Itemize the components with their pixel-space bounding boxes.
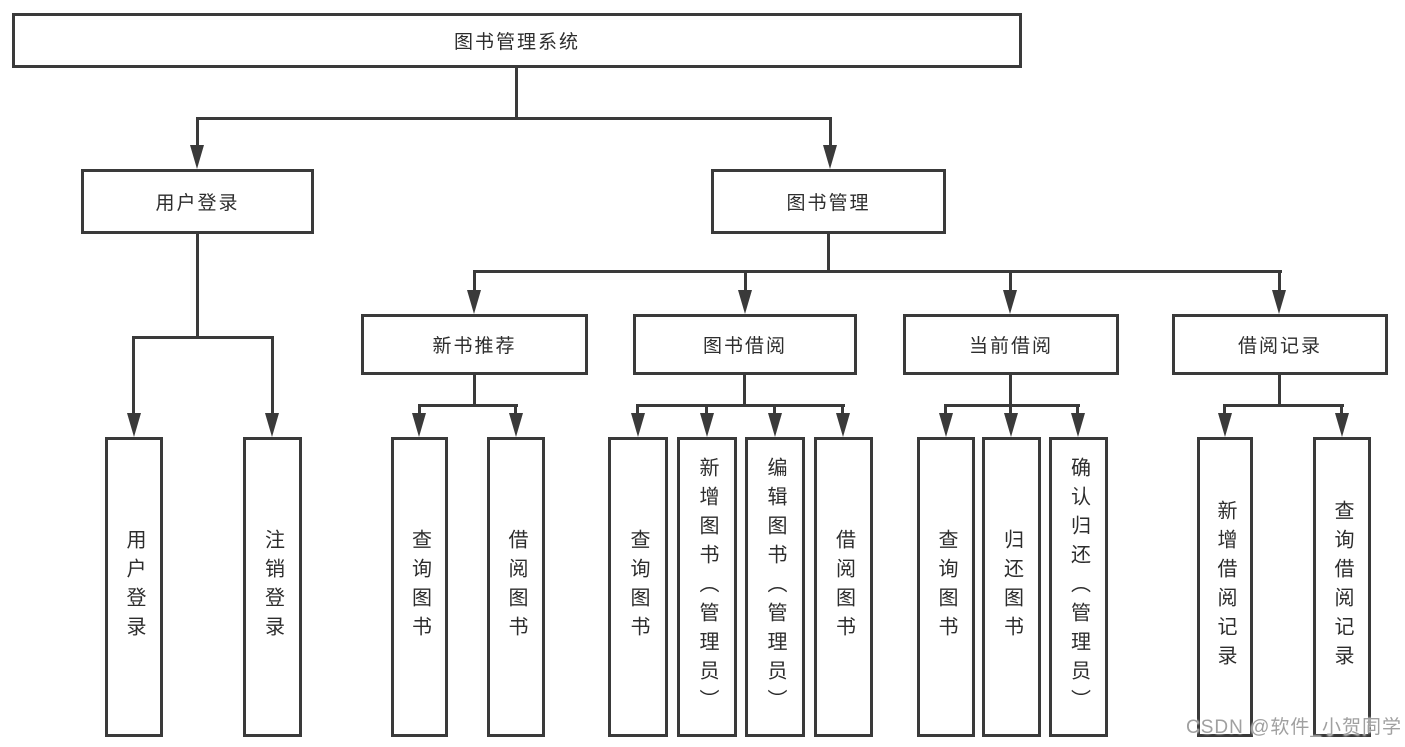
- connector-bar: [418, 404, 518, 407]
- node-leaf-add-borrow-record: 新增借阅记录: [1197, 437, 1253, 737]
- node-label: 用户登录: [155, 193, 240, 214]
- node-leaf-user-login: 用户登录: [105, 437, 163, 737]
- connector-drop-leaf: [1340, 404, 1343, 415]
- arrowhead-down-icon: [939, 413, 953, 437]
- connector-drop-leaf: [944, 404, 947, 415]
- connector-drop-leaf: [1223, 404, 1226, 415]
- node-label: 归还图书: [1000, 529, 1023, 645]
- arrowhead-down-icon: [1272, 290, 1286, 314]
- node-label: 编辑图书（管理员）: [764, 456, 786, 718]
- arrowhead-down-icon: [1004, 413, 1018, 437]
- node-user-login: 用户登录: [81, 169, 314, 234]
- node-label: 确认归还（管理员）: [1067, 456, 1090, 718]
- connector-drop-book-borrow: [744, 270, 747, 292]
- arrowhead-down-icon: [467, 290, 481, 314]
- connector-drop-leaf: [1009, 404, 1012, 415]
- connector-drop-book-management: [829, 117, 832, 147]
- node-label: 查询图书: [935, 529, 957, 645]
- arrowhead-down-icon: [1218, 413, 1232, 437]
- arrowhead-down-icon: [738, 290, 752, 314]
- arrowhead-down-icon: [700, 413, 714, 437]
- node-book-management: 图书管理: [711, 169, 946, 234]
- node-label: 新增图书（管理员）: [696, 456, 718, 718]
- node-leaf-query-books-recommend: 查询图书: [391, 437, 448, 737]
- arrowhead-down-icon: [509, 413, 523, 437]
- connector-root-stem: [515, 68, 518, 120]
- node-label: 查询借阅记录: [1331, 500, 1353, 674]
- connector-drop-user-login: [196, 117, 199, 147]
- node-label: 新书推荐: [432, 336, 517, 357]
- node-leaf-query-borrow-record: 查询借阅记录: [1313, 437, 1371, 737]
- connector-drop-leaf: [132, 336, 135, 416]
- node-leaf-query-books-borrow: 查询图书: [608, 437, 668, 737]
- arrowhead-down-icon: [127, 413, 141, 437]
- connector-book-mgmt-stem: [827, 234, 830, 272]
- connector-drop-leaf: [514, 404, 517, 415]
- connector-root-bar: [196, 117, 832, 120]
- arrowhead-down-icon: [631, 413, 645, 437]
- node-label: 借阅图书: [832, 529, 855, 645]
- connector-stem: [1278, 375, 1281, 406]
- connector-drop-leaf: [418, 404, 421, 415]
- connector-drop-leaf: [636, 404, 639, 415]
- connector-drop-leaf: [841, 404, 844, 415]
- node-leaf-logout: 注销登录: [243, 437, 302, 737]
- node-borrow-records: 借阅记录: [1172, 314, 1388, 375]
- arrowhead-down-icon: [1071, 413, 1085, 437]
- arrowhead-down-icon: [412, 413, 426, 437]
- node-leaf-borrow-books-recommend: 借阅图书: [487, 437, 545, 737]
- node-label: 查询图书: [627, 529, 649, 645]
- node-new-book-recommend: 新书推荐: [361, 314, 588, 375]
- connector-stem: [743, 375, 746, 406]
- node-label: 图书管理系统: [453, 32, 580, 53]
- connector-drop-leaf: [1076, 404, 1079, 415]
- node-root: 图书管理系统: [12, 13, 1022, 68]
- node-label: 注销登录: [261, 529, 284, 645]
- arrowhead-down-icon: [265, 413, 279, 437]
- node-leaf-borrow-books: 借阅图书: [814, 437, 873, 737]
- node-label: 借阅记录: [1237, 336, 1322, 357]
- arrowhead-down-icon: [823, 145, 837, 169]
- node-current-borrow: 当前借阅: [903, 314, 1119, 375]
- connector-drop-leaf: [271, 336, 274, 416]
- connector-stem: [473, 375, 476, 406]
- connector-user-login-stem: [196, 234, 199, 338]
- connector-drop-new-book: [473, 270, 476, 292]
- node-leaf-edit-book-admin: 编辑图书（管理员）: [745, 437, 805, 737]
- csdn-watermark: CSDN @软件_小贺同学: [1186, 717, 1402, 738]
- node-label: 图书管理: [786, 193, 871, 214]
- connector-drop-current-borrow: [1009, 270, 1012, 292]
- node-leaf-query-books-current: 查询图书: [917, 437, 975, 737]
- arrowhead-down-icon: [1335, 413, 1349, 437]
- connector-user-login-bar: [132, 336, 274, 339]
- node-label: 当前借阅: [968, 336, 1053, 357]
- node-label: 查询图书: [408, 529, 431, 645]
- node-label: 图书借阅: [702, 336, 787, 357]
- connector-book-mgmt-bar: [473, 270, 1282, 273]
- connector-bar: [1223, 404, 1344, 407]
- arrowhead-down-icon: [836, 413, 850, 437]
- node-leaf-confirm-return-admin: 确认归还（管理员）: [1049, 437, 1108, 737]
- arrowhead-down-icon: [768, 413, 782, 437]
- connector-bar: [944, 404, 1080, 407]
- connector-drop-leaf: [773, 404, 776, 415]
- node-book-borrow: 图书借阅: [633, 314, 857, 375]
- node-label: 新增借阅记录: [1214, 500, 1236, 674]
- node-label: 用户登录: [123, 529, 145, 645]
- connector-drop-leaf: [705, 404, 708, 415]
- arrowhead-down-icon: [190, 145, 204, 169]
- node-leaf-add-book-admin: 新增图书（管理员）: [677, 437, 737, 737]
- node-leaf-return-book: 归还图书: [982, 437, 1041, 737]
- arrowhead-down-icon: [1003, 290, 1017, 314]
- connector-drop-borrow-records: [1278, 270, 1281, 292]
- node-label: 借阅图书: [505, 529, 527, 645]
- connector-stem: [1009, 375, 1012, 406]
- connector-bar: [636, 404, 845, 407]
